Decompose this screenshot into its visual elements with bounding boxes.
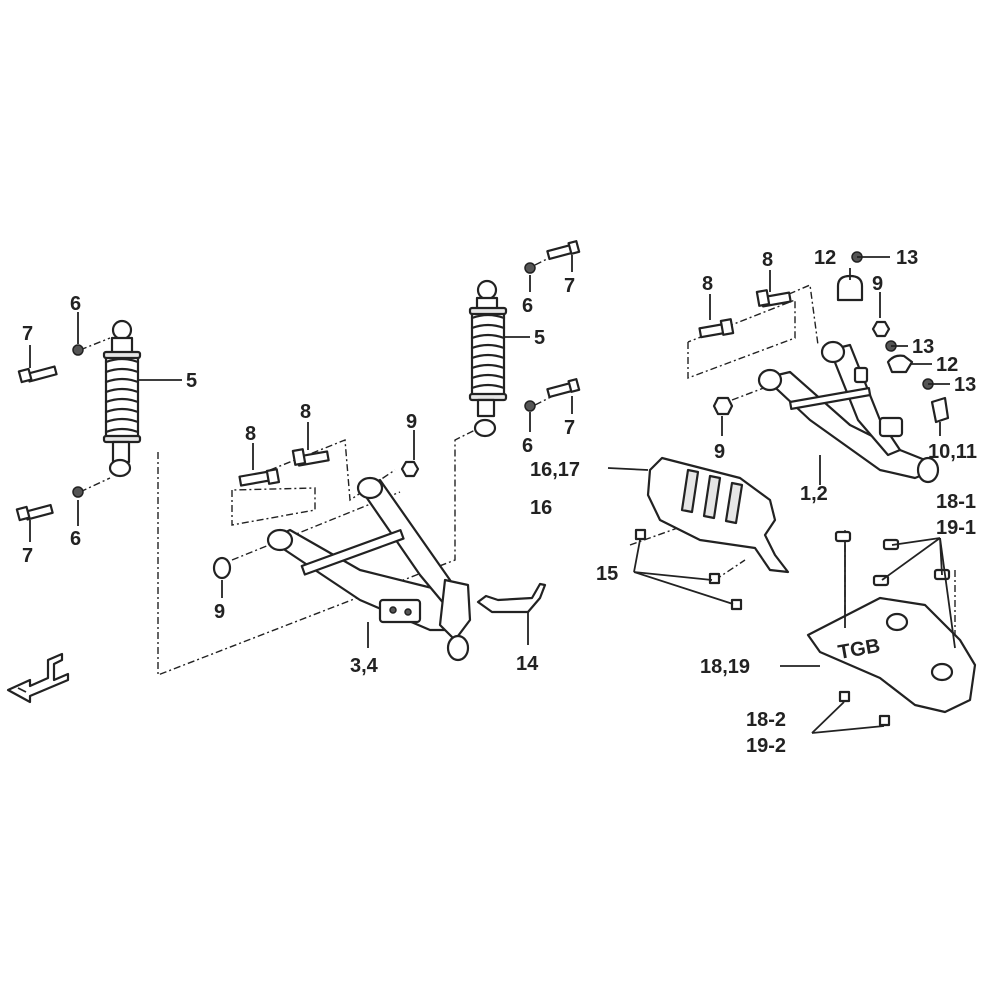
label-5-left: 5 (186, 370, 197, 392)
leader-lines (29, 255, 956, 734)
label-16: 16 (530, 497, 552, 519)
label-19-1: 19-1 (936, 517, 976, 539)
bolt-18-2-b (878, 714, 891, 727)
label-3-4: 3,4 (350, 655, 379, 677)
bolt-15-c (730, 598, 743, 611)
bolt-8-left-1 (238, 468, 281, 487)
bolt-7-left-top (17, 365, 58, 384)
lower-a-arm-left (266, 476, 472, 662)
bolt-15-b (708, 572, 721, 585)
bolt-8-right-2 (755, 289, 792, 308)
label-13-top: 13 (896, 247, 918, 269)
label-5-right: 5 (534, 327, 545, 349)
bolt-8-left-2 (291, 448, 330, 467)
shock-absorber-right (468, 279, 508, 438)
label-7-mid-bottom: 7 (564, 417, 575, 439)
label-16-17: 16,17 (530, 459, 580, 481)
shock-absorber-left (102, 319, 142, 478)
label-9-left-2: 9 (214, 601, 225, 623)
nut-9-right-2 (871, 320, 891, 338)
label-13-mid: 13 (912, 336, 934, 358)
label-19-2: 19-2 (746, 735, 786, 757)
label-18-1: 18-1 (936, 491, 976, 513)
skid-plate-18-19: TGB (806, 596, 977, 714)
label-8-right-2: 8 (762, 249, 773, 271)
label-7-mid-top: 7 (564, 275, 575, 297)
nut-9-left-2 (212, 556, 232, 580)
label-12-top: 12 (814, 247, 836, 269)
label-18-19: 18,19 (700, 656, 750, 678)
bolt-18-2-a (838, 690, 851, 703)
label-6-mid-top: 6 (522, 295, 533, 317)
label-12-mid: 12 (936, 354, 958, 376)
label-6-mid-bottom: 6 (522, 435, 533, 457)
washer-6-mid-bottom (524, 400, 536, 412)
label-10-11: 10,11 (928, 441, 977, 463)
bolt-8-right-1 (698, 318, 735, 339)
bolt-7-left-bottom (15, 503, 54, 522)
bracket-10-11 (930, 396, 950, 424)
washer-6-left-top (72, 344, 84, 356)
label-14: 14 (516, 653, 539, 675)
bolt-7-mid-bottom (546, 378, 581, 399)
label-7-left-top: 7 (22, 323, 33, 345)
label-6-left-bottom: 6 (70, 528, 81, 550)
label-9-left-1: 9 (406, 411, 417, 433)
nut-9-right-1 (712, 396, 734, 416)
label-6-left-top: 6 (70, 293, 81, 315)
nut-9-left-1 (400, 460, 420, 478)
clip-18-1-a (834, 530, 852, 543)
label-9-right-lower: 9 (714, 441, 725, 463)
label-9-right: 9 (872, 273, 883, 295)
front-direction-arrow-icon (6, 652, 70, 704)
clamp-12-upper (836, 274, 864, 302)
label-13-bottom: 13 (954, 374, 976, 396)
bolt-7-mid-top (546, 240, 581, 261)
bracket-14 (476, 582, 547, 645)
label-18-2: 18-2 (746, 709, 786, 731)
part-labels: 7 6 5 7 6 8 8 9 9 3,4 7 6 5 6 7 14 8 8 1… (22, 247, 977, 757)
upper-a-arm-right (757, 340, 940, 484)
clamp-12-lower (886, 354, 914, 374)
label-1-2: 1,2 (800, 483, 828, 505)
label-7-left-bottom: 7 (22, 545, 33, 567)
label-8-right-1: 8 (702, 273, 713, 295)
washer-6-left-bottom (72, 486, 84, 498)
skid-plate-16-17 (646, 456, 790, 574)
washer-6-mid-top (524, 262, 536, 274)
bolt-15-a (634, 528, 647, 541)
label-15: 15 (596, 563, 618, 585)
label-8-left-1: 8 (245, 423, 256, 445)
label-8-left-2: 8 (300, 401, 311, 423)
